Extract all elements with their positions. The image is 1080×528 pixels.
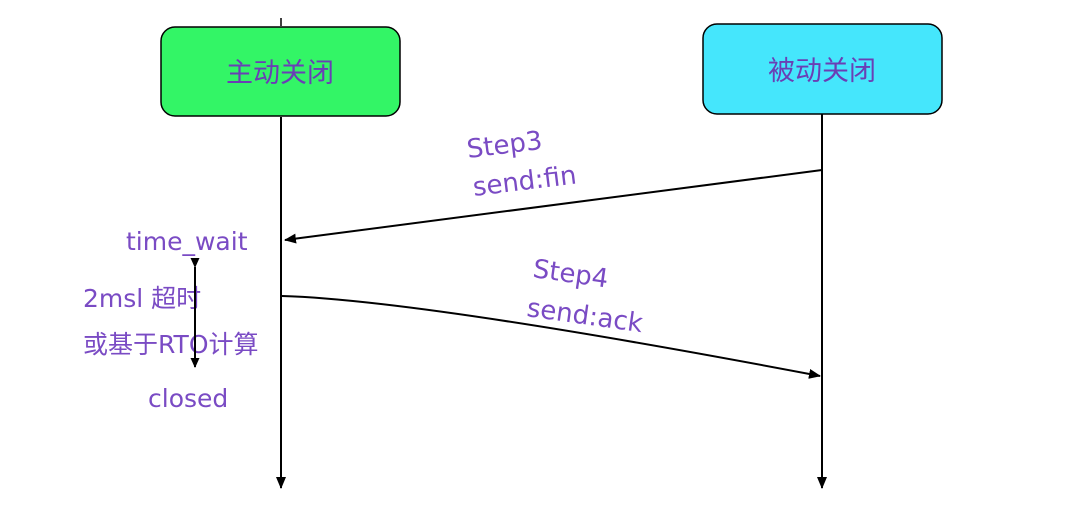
- timeout-label-line2: 或基于RTO计算: [83, 330, 259, 359]
- passive-close-box: 被动关闭: [702, 23, 943, 115]
- fin-step-label: Step3: [465, 126, 544, 165]
- fin-send-label: send:fin: [471, 160, 578, 202]
- active-close-label: 主动关闭: [226, 58, 334, 89]
- passive-close-box-rect: [702, 23, 943, 115]
- passive-close-label: 被动关闭: [768, 56, 876, 87]
- active-close-box-rect: [160, 26, 401, 117]
- ack-arrow: [281, 295, 821, 379]
- fin-arrow: [284, 169, 823, 244]
- active-close-box: 主动关闭: [160, 26, 401, 117]
- timeout-label-line1: 2msl 超时: [83, 284, 201, 313]
- ack-step-label: Step4: [531, 254, 610, 294]
- ack-send-label: send:ack: [525, 293, 645, 339]
- closed-label: closed: [148, 384, 228, 413]
- time-wait-label: time_wait: [126, 227, 248, 256]
